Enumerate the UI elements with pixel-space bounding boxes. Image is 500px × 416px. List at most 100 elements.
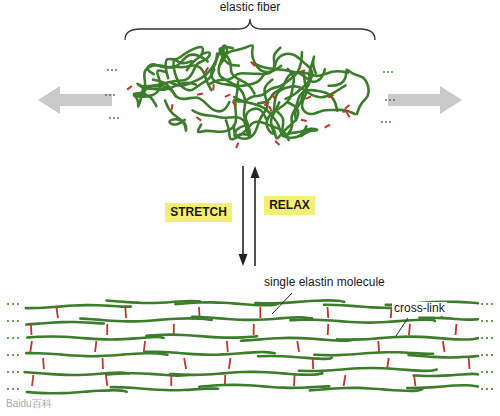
cross-link-mark <box>95 341 96 352</box>
elastin-strand <box>199 385 329 388</box>
strand-end <box>17 388 19 390</box>
strand-end <box>17 354 19 356</box>
cross-link-label: cross-link <box>392 302 447 316</box>
strand-end <box>109 94 111 96</box>
elastin-strand <box>165 100 186 130</box>
elastin-strand <box>290 320 435 323</box>
strand-end <box>7 303 9 305</box>
strand-end <box>389 99 391 101</box>
stage-label: RELAX <box>269 198 310 212</box>
cross-link-mark <box>236 143 238 148</box>
elastin-strand <box>329 70 369 114</box>
cross-link-mark <box>325 125 330 128</box>
elastin-strand <box>337 337 478 340</box>
elastin-strand <box>255 300 344 303</box>
cross-link-mark <box>301 120 307 121</box>
cross-link-mark <box>455 324 458 335</box>
cross-link-mark <box>170 375 172 386</box>
strand-end <box>111 69 113 71</box>
cross-link-mark <box>275 141 279 145</box>
strand-end <box>12 354 14 356</box>
strand-end <box>491 303 493 305</box>
stage-label: STRETCH <box>170 205 227 219</box>
watermark: Baidu百科 <box>6 398 52 410</box>
cross-link-mark <box>264 102 269 105</box>
elastin-strand <box>258 69 325 103</box>
strand-end <box>387 71 389 73</box>
cross-link-mark <box>328 95 333 98</box>
elastin-strand <box>27 336 163 339</box>
cross-link-mark <box>259 307 261 318</box>
cross-link-mark <box>306 96 311 98</box>
cross-link-mark <box>233 101 236 106</box>
strand-end <box>481 388 483 390</box>
elastin-strand <box>170 372 322 375</box>
strand-end <box>481 337 483 339</box>
strand-end <box>486 354 488 356</box>
elastin-strand <box>146 335 257 338</box>
cross-link-mark <box>342 110 348 113</box>
cross-link-mark <box>344 375 346 386</box>
elastin-strand <box>419 318 478 320</box>
leader-line <box>396 318 408 336</box>
cross-link-mark <box>226 341 229 352</box>
cross-link-mark <box>205 67 208 72</box>
elastin-strand <box>198 82 238 132</box>
pull-arrow <box>388 86 462 114</box>
cross-link-mark <box>30 324 32 335</box>
cross-link-mark <box>327 307 330 318</box>
strand-end <box>113 94 115 96</box>
cross-link-mark <box>32 375 33 386</box>
strand-end <box>481 354 483 356</box>
strand-end <box>17 371 19 373</box>
cross-link-mark <box>42 358 45 369</box>
strand-end <box>7 337 9 339</box>
cross-link-mark <box>196 117 201 121</box>
strand-end <box>486 388 488 390</box>
cross-link-mark <box>171 104 174 110</box>
cross-link-mark <box>297 341 299 352</box>
cross-link-mark <box>468 358 471 369</box>
elastin-strand <box>26 353 167 356</box>
strand-end <box>105 94 107 96</box>
strand-end <box>481 371 483 373</box>
strand-end <box>12 371 14 373</box>
cross-link-mark <box>293 375 295 386</box>
strand-end <box>393 99 395 101</box>
elastin-strand <box>234 52 302 101</box>
cross-link-mark <box>56 307 58 318</box>
strand-end <box>107 69 109 71</box>
strand-end <box>491 388 493 390</box>
cross-link-mark <box>299 70 305 72</box>
strand-end <box>12 388 14 390</box>
elastin-strand <box>407 385 478 388</box>
cross-link-mark <box>251 62 255 67</box>
cross-link-mark <box>272 94 275 99</box>
cross-link-mark <box>414 375 415 386</box>
cross-link-mark <box>269 106 272 111</box>
stretched-fibers <box>7 300 493 393</box>
elastin-strand <box>414 374 478 376</box>
strand-end <box>12 320 14 322</box>
elastin-strand <box>295 56 316 120</box>
pull-arrow <box>38 86 112 114</box>
stage-tag: RELAX <box>264 196 315 215</box>
elastin-strand <box>310 388 422 391</box>
strand-end <box>381 121 383 123</box>
strand-end <box>486 371 488 373</box>
elastin-strand <box>211 53 247 124</box>
tangled-fiber <box>105 45 395 148</box>
cross-link-mark <box>345 105 350 109</box>
strand-end <box>17 320 19 322</box>
cross-link-mark <box>127 86 132 90</box>
strand-end <box>486 337 488 339</box>
cross-link-mark <box>106 375 108 386</box>
cross-link-mark <box>173 324 175 335</box>
cross-link-mark <box>443 341 445 352</box>
strand-end <box>115 69 117 71</box>
molecule-label: single elastin molecule <box>262 276 387 290</box>
elastin-strand <box>27 390 127 393</box>
elastin-strand <box>80 318 211 321</box>
